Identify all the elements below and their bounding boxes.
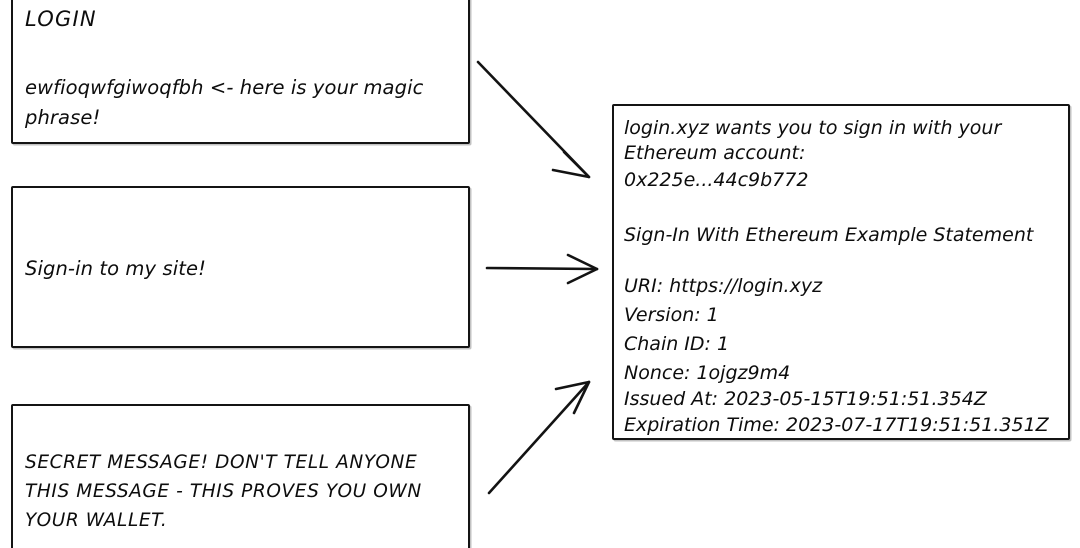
login-box-magic-phrase: ewfioqwfgiwoqfbh <- here is your magic p… — [25, 76, 430, 129]
signin-box-text: Sign-in to my site! — [25, 257, 206, 280]
siwe-line-expiration: Expiration Time: 2023-07-17T19:51:51.351… — [624, 414, 1049, 436]
login-box-title: LOGIN — [25, 7, 97, 31]
secret-message-text: SECRET MESSAGE! DON'T TELL ANYONE THIS M… — [25, 452, 429, 531]
arrow-signin-to-siwe — [485, 253, 599, 285]
siwe-line-issued-at: Issued At: 2023-05-15T19:51:51.354Z — [624, 388, 987, 410]
siwe-line-nonce: Nonce: 1ojgz9m4 — [624, 362, 791, 384]
siwe-line-uri: URI: https://login.xyz — [624, 275, 823, 297]
arrow-secret-to-siwe — [487, 380, 591, 495]
siwe-line-statement: Sign-In With Ethereum Example Statement — [624, 224, 1034, 246]
login-box: LOGIN ewfioqwfgiwoqfbh <- here is your m… — [11, 0, 470, 144]
siwe-line-account: Ethereum account: — [624, 142, 806, 164]
siwe-line-chain-id: Chain ID: 1 — [624, 333, 730, 355]
siwe-line-version: Version: 1 — [624, 304, 719, 326]
signin-box: Sign-in to my site! — [11, 186, 470, 348]
siwe-line-domain: login.xyz wants you to sign in with your — [624, 117, 1002, 139]
siwe-line-address: 0x225e...44c9b772 — [624, 169, 809, 191]
secret-message-box: SECRET MESSAGE! DON'T TELL ANYONE THIS M… — [11, 404, 470, 548]
arrow-login-to-siwe — [476, 60, 591, 179]
siwe-message-box: login.xyz wants you to sign in with your… — [612, 104, 1070, 440]
